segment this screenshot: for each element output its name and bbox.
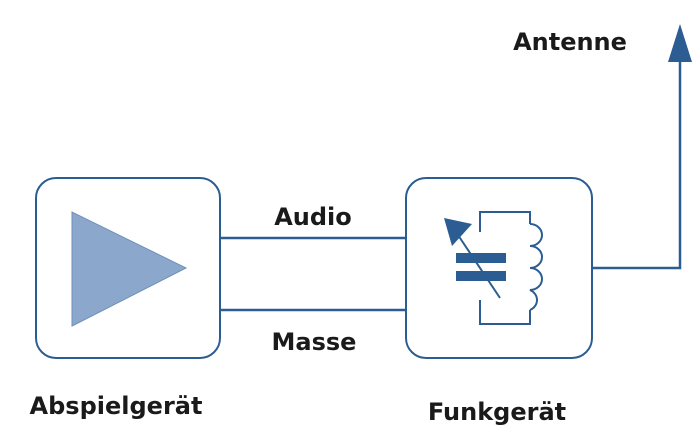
antenna-feed-line	[592, 60, 682, 270]
ground-label: Masse	[272, 328, 357, 356]
capacitor-plate-top	[456, 253, 506, 263]
antenna-label: Antenne	[513, 28, 627, 56]
circuit-wire-bottom	[479, 300, 531, 325]
play-triangle-icon	[71, 211, 188, 327]
radio-label: Funkgerät	[428, 398, 566, 426]
radio-device	[405, 177, 593, 359]
antenna-arrow-icon	[668, 24, 692, 62]
player-label: Abspielgerät	[30, 392, 203, 420]
tuning-arrow-shaft	[455, 231, 501, 299]
tuning-arrow-head-icon	[444, 218, 472, 246]
radio-box	[405, 177, 593, 359]
audio-label: Audio	[274, 203, 352, 231]
circuit-wire-top	[479, 211, 531, 232]
lc-resonant-circuit-icon	[444, 211, 543, 325]
inductor-coil-icon	[529, 223, 543, 311]
capacitor-plate-bottom	[456, 271, 506, 281]
player-device	[35, 177, 221, 359]
